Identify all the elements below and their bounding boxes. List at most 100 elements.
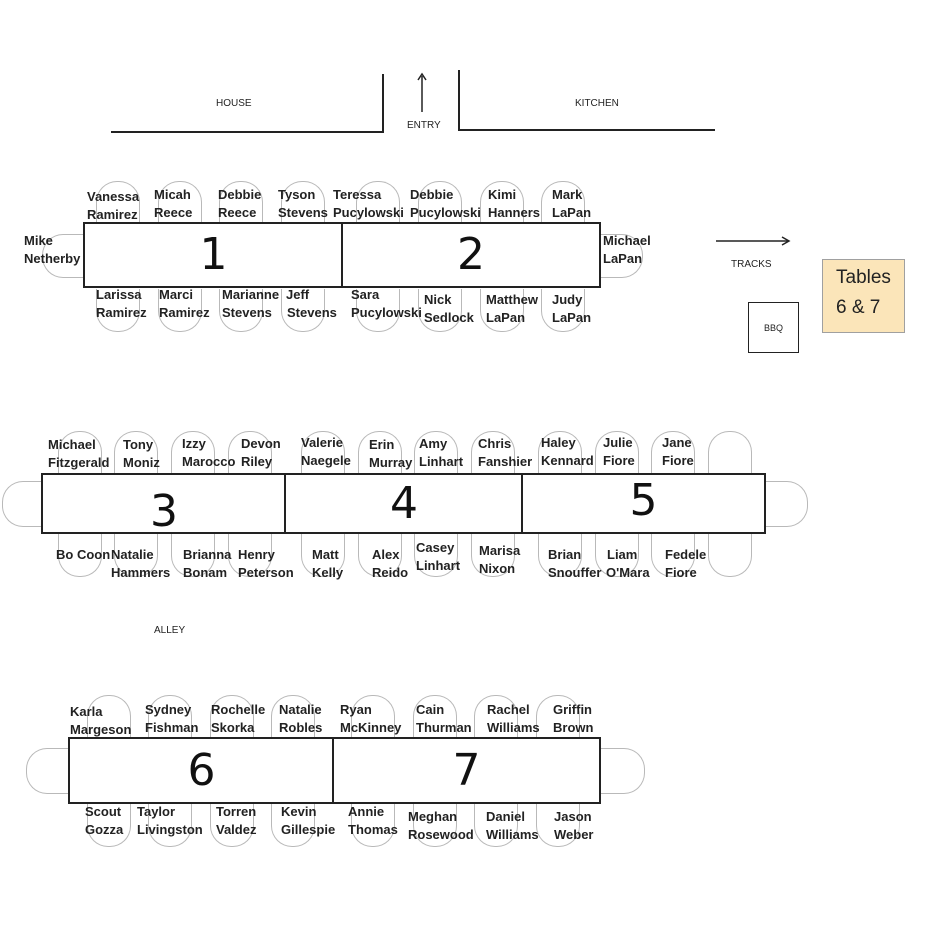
seat [210, 804, 254, 847]
seat [358, 534, 402, 577]
seat [600, 748, 645, 794]
seat [148, 695, 192, 738]
seat [301, 534, 345, 577]
seat [474, 695, 518, 738]
table-2: 2 [341, 222, 601, 288]
seat [536, 695, 580, 738]
seat [271, 695, 315, 738]
seat [600, 234, 643, 278]
seat [219, 181, 263, 224]
table-3: 3 [41, 473, 287, 534]
seat [536, 804, 580, 847]
seat [471, 534, 515, 577]
seat [418, 181, 462, 224]
bbq-box: BBQ [748, 302, 799, 353]
seat [58, 534, 102, 577]
seat [219, 289, 263, 332]
seat [471, 431, 515, 474]
seat [356, 289, 400, 332]
table-number: 6 [187, 744, 216, 796]
seat [87, 804, 131, 847]
seat [414, 534, 458, 577]
seat [114, 431, 158, 474]
tracks-label: TRACKS [731, 259, 772, 270]
seat [413, 804, 457, 847]
seat [87, 695, 131, 738]
table-6: 6 [68, 737, 335, 804]
seat [765, 481, 808, 527]
alley-label: ALLEY [154, 625, 186, 636]
seat [708, 534, 752, 577]
seat [96, 289, 140, 332]
seat [418, 289, 462, 332]
seat [541, 181, 585, 224]
table-number: 7 [452, 744, 481, 796]
seat [351, 804, 395, 847]
seat [171, 431, 215, 474]
seat [148, 804, 192, 847]
kitchen-label: KITCHEN [575, 98, 619, 109]
table-number: 5 [629, 474, 658, 526]
seat [271, 804, 315, 847]
seat [2, 481, 43, 527]
seat [228, 431, 272, 474]
table-1: 1 [83, 222, 344, 288]
seat [538, 431, 582, 474]
seat [26, 748, 70, 794]
seat [474, 804, 518, 847]
seat [595, 534, 639, 577]
seat [651, 431, 695, 474]
tables-note: Tables 6 & 7 [822, 259, 905, 333]
seat [114, 534, 158, 577]
seat [158, 289, 202, 332]
seat [42, 234, 85, 278]
seat [96, 181, 140, 224]
seat [281, 181, 325, 224]
seat [358, 431, 402, 474]
seat [595, 431, 639, 474]
kitchen-wall-start [458, 70, 460, 131]
house-wall [111, 131, 383, 133]
table-7: 7 [332, 737, 601, 804]
entry-arrow-icon [417, 72, 427, 112]
